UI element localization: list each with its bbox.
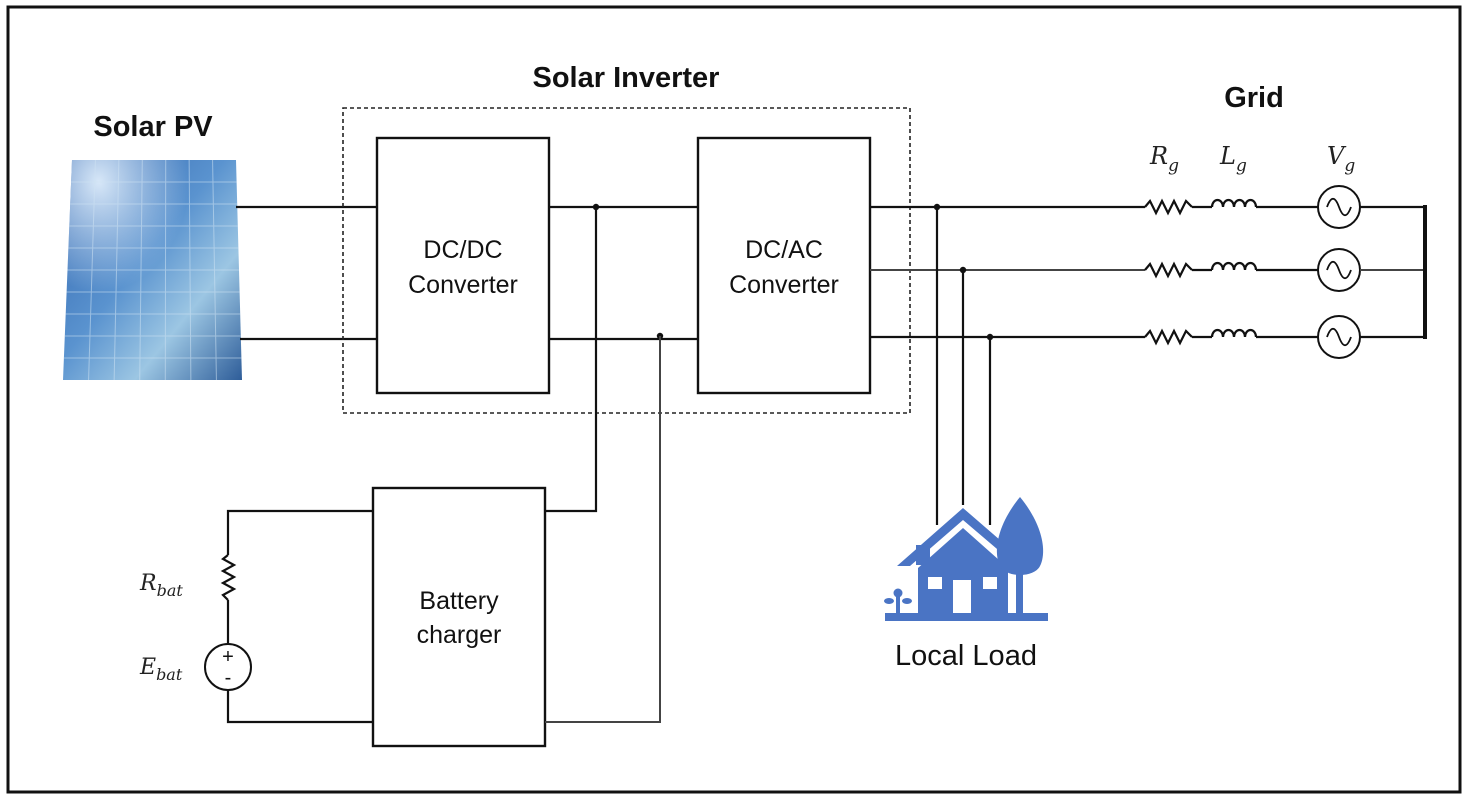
grid-phase-a — [1144, 185, 1425, 229]
dcac-label-line1: DC/AC — [745, 236, 823, 264]
dcdc-label-line1: DC/DC — [423, 236, 502, 264]
vg-base: V — [1327, 142, 1347, 170]
solar-panel-icon — [63, 159, 242, 381]
battery-wire-top — [226, 509, 373, 555]
inductor-icon — [1210, 261, 1258, 271]
rbat-base: R — [139, 571, 157, 596]
dcac-converter-block — [696, 136, 872, 395]
battery-charger-line1: Battery — [419, 587, 499, 615]
charger-to-dclink-positive — [545, 207, 598, 513]
inductor-icon — [1210, 198, 1258, 208]
grid-title: Grid — [1224, 82, 1284, 114]
dcdc-label-line2: Converter — [408, 271, 518, 299]
vg-sub: g — [1344, 156, 1355, 176]
battery-charger-block — [371, 486, 547, 748]
grid-phase-b — [1144, 248, 1425, 292]
battery-wire-bottom — [226, 690, 373, 724]
ebat-sub: bat — [156, 665, 183, 684]
tree-icon — [996, 497, 1044, 615]
battery-charger-line2: charger — [417, 621, 502, 649]
rbat-sub: bat — [157, 581, 184, 600]
solar-inverter-title: Solar Inverter — [533, 62, 720, 94]
resistor-icon — [1144, 261, 1193, 279]
lg-symbol: Lg — [1219, 142, 1247, 176]
sine-wave-icon — [1326, 327, 1352, 347]
charger-to-dclink-negative — [545, 336, 661, 723]
rg-base: R — [1149, 142, 1168, 170]
flower-icon — [884, 588, 912, 613]
dc-source-minus: - — [225, 667, 232, 689]
rbat-resistor-icon — [220, 554, 237, 601]
dcac-label-line2: Converter — [729, 271, 839, 299]
resistor-icon — [1144, 198, 1193, 216]
inductor-icon — [1210, 328, 1258, 338]
rbat-symbol: Rbat — [139, 571, 183, 600]
ebat-base: E — [139, 655, 156, 680]
sine-wave-icon — [1326, 197, 1352, 217]
resistor-icon — [1144, 328, 1193, 346]
grid-phase-c — [1144, 315, 1425, 359]
lg-base: L — [1219, 142, 1236, 170]
ebat-symbol: Ebat — [139, 655, 183, 684]
dc-source-plus: + — [222, 646, 234, 668]
rg-symbol: Rg — [1149, 142, 1179, 176]
rg-sub: g — [1168, 156, 1179, 176]
dcdc-converter-block — [375, 136, 551, 395]
grid-impedance-group — [1144, 185, 1425, 359]
vg-symbol: Vg — [1327, 142, 1355, 176]
inverter-boundary — [342, 107, 911, 414]
house-icon — [885, 508, 1048, 621]
lg-sub: g — [1236, 156, 1247, 176]
sine-wave-icon — [1326, 260, 1352, 280]
local-load-label: Local Load — [895, 640, 1037, 672]
solar-pv-title: Solar PV — [93, 111, 213, 143]
